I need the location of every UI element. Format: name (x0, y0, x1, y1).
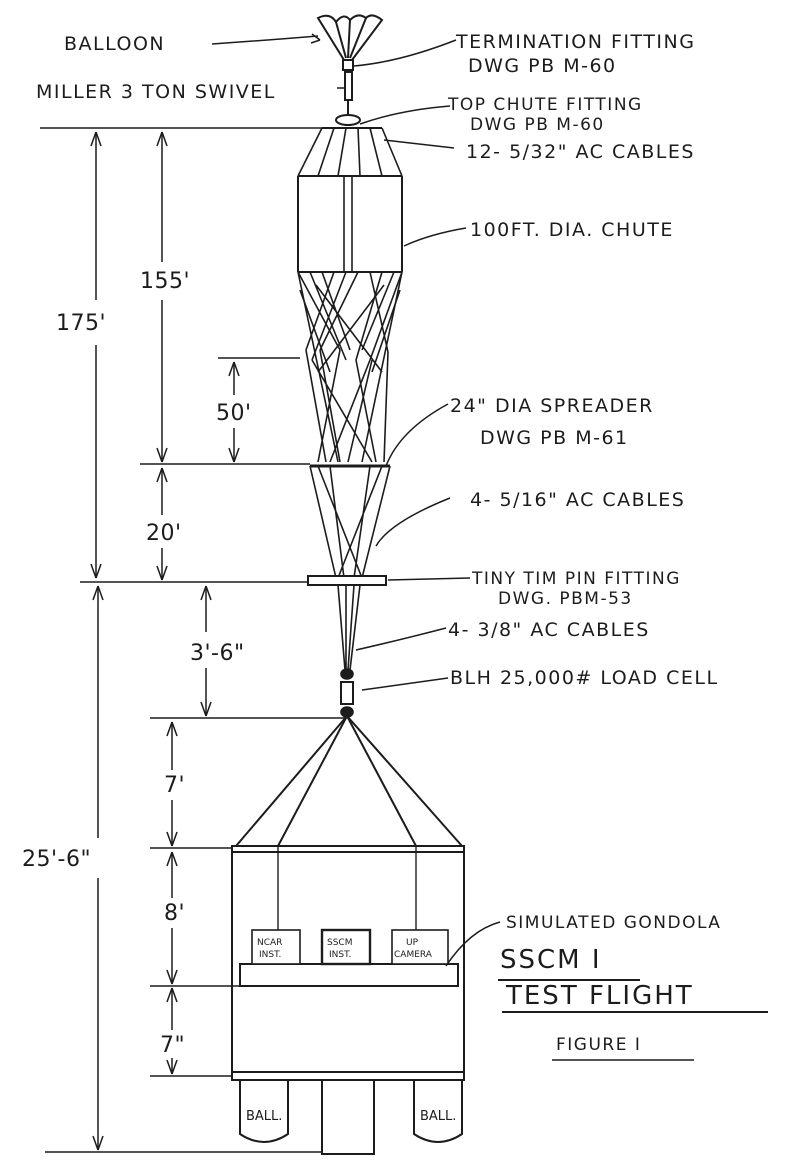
callouts: BALLOON TERMINATION FITTING DWG PB M-60 … (36, 31, 721, 933)
dim-7-sling: 7' (164, 773, 185, 798)
instrument-labels: NCAR INST. SSCM INST. UP CAMERA BALL. BA… (246, 938, 456, 1124)
pin-fitting-plate (307, 575, 387, 586)
right-ballast (413, 1079, 463, 1143)
ncar-line1: NCAR (257, 938, 282, 948)
center-canister (321, 1079, 375, 1155)
chute-label: 100FT. DIA. CHUTE (470, 219, 674, 241)
dim-20: 20' (146, 521, 182, 546)
gondola-deck (239, 963, 459, 987)
swivel-label: MILLER 3 TON SWIVEL (36, 81, 276, 103)
right-ballast-label: BALL. (420, 1109, 456, 1124)
mid-cables-label: 4- 5/16" AC CABLES (470, 489, 685, 511)
camera-instrument-box (391, 929, 449, 965)
dim-155: 155' (140, 269, 190, 294)
lower-cables-label: 4- 3/8" AC CABLES (448, 619, 650, 641)
left-ballast-label: BALL. (246, 1109, 282, 1124)
title-line2: TEST FLIGHT (505, 981, 694, 1011)
figure-label: FIGURE I (556, 1035, 641, 1055)
title-line1: SSCM I (500, 945, 602, 975)
spreader-dwg-label: DWG PB M-61 (480, 427, 629, 449)
dim-3-6: 3'-6" (190, 641, 245, 666)
balloon-assembly (316, 14, 384, 126)
parachute (297, 127, 403, 718)
leader-lines (211, 33, 501, 967)
load-cell-label: BLH 25,000# LOAD CELL (450, 667, 719, 689)
pin-fitting-dwg-label: DWG. PBM-53 (498, 589, 633, 609)
ncar-instrument-box (251, 929, 301, 965)
gondola (231, 715, 465, 1155)
dimension-labels: 175' 155' 50' 20' 3'-6" 25'-6" 7' 8' 7" (22, 269, 252, 1058)
spreader-label: 24" DIA SPREADER (450, 395, 654, 417)
top-chute-fitting-shape (335, 114, 361, 126)
gondola-label: SIMULATED GONDOLA (506, 913, 721, 933)
camera-line1: UP (406, 938, 419, 948)
termination-dwg-label: DWG PB M-60 (468, 55, 617, 77)
sscm-instrument-box (320, 928, 372, 966)
pin-fitting-label: TINY TIM PIN FITTING (471, 569, 681, 589)
dim-7-box: 7" (160, 1033, 185, 1058)
termination-fitting-shape (342, 59, 354, 71)
left-ballast (239, 1079, 289, 1143)
dim-50: 50' (216, 401, 252, 426)
dim-175: 175' (56, 311, 106, 336)
title-block: SSCM I TEST FLIGHT FIGURE I (498, 945, 768, 1061)
ncar-line2: INST. (259, 950, 281, 960)
dimension-lines (40, 127, 345, 1153)
balloon-label: BALLOON (64, 33, 165, 55)
dim-25-6: 25'-6" (22, 847, 91, 872)
sscm-line2: INST. (329, 950, 351, 960)
termination-fitting-label: TERMINATION FITTING (455, 31, 695, 53)
top-chute-dwg-label: DWG PB M-60 (470, 115, 605, 135)
sscm-line1: SSCM (327, 938, 352, 948)
dim-8: 8' (164, 901, 185, 926)
top-chute-fitting-label: TOP CHUTE FITTING (447, 95, 643, 115)
camera-line2: CAMERA (394, 950, 433, 960)
load-cell-shape (340, 681, 354, 705)
top-cables-label: 12- 5/32" AC CABLES (466, 141, 695, 163)
swivel-shape (344, 71, 353, 101)
